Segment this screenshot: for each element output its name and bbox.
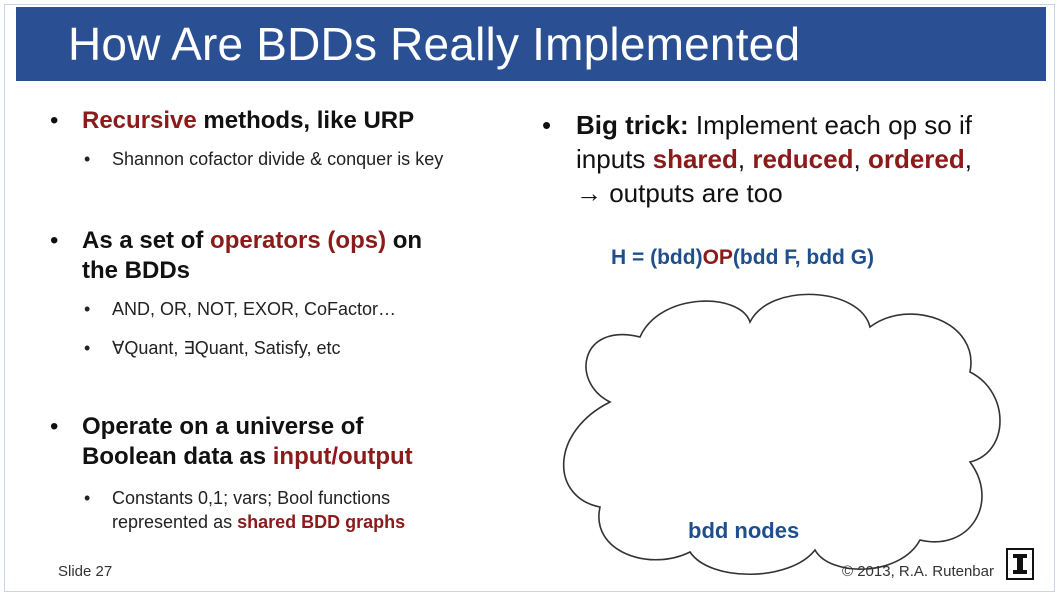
sub-bullet-text: Constants 0,1; vars; Bool functions xyxy=(112,488,391,508)
outputs-text: → outputs are too xyxy=(576,178,783,208)
sub-bullet-text: AND, OR, NOT, EXOR, CoFactor… xyxy=(112,299,397,319)
bullet-recursive: • Recursive methods, like URP xyxy=(50,106,415,136)
sub-bullet-constants: • Constants 0,1; vars; Bool functions re… xyxy=(84,486,532,534)
sub-bullet-dot: • xyxy=(84,338,91,358)
sub-bullet-dot: • xyxy=(84,149,91,169)
sub-bullet-dot: • xyxy=(84,488,91,508)
slide-number: Slide 27 xyxy=(58,563,113,580)
cloud-label: bdd nodes xyxy=(688,518,800,543)
slide-title: How Are BDDs Really Implemented xyxy=(68,18,801,70)
ordered-highlight: ordered xyxy=(867,144,965,174)
sub-bullet-text: ∀Quant, ∃Quant, Satisfy, etc xyxy=(112,338,341,358)
formula-post: (bdd F, bdd G) xyxy=(732,246,875,269)
formula: H = (bdd)OP(bdd F, bdd G) xyxy=(611,246,874,270)
bullet-text: Boolean data as xyxy=(82,443,273,470)
bullet-dot: • xyxy=(50,413,59,440)
bullet-dot: • xyxy=(542,110,552,140)
sub-bullet-dot: • xyxy=(84,299,91,319)
comma: , xyxy=(737,144,753,174)
title-bar: How Are BDDs Really Implemented xyxy=(16,7,1046,81)
bullet-text: As a set of xyxy=(82,227,211,254)
bullet-universe: • Operate on a universe of Boolean data … xyxy=(50,412,532,472)
big-trick-label: Big trick: xyxy=(576,110,689,140)
recursive-highlight: Recursive xyxy=(82,107,197,134)
sub-bullet-text: represented as xyxy=(112,512,238,532)
formula-pre: H = (bdd) xyxy=(611,246,703,269)
sub-bullet-quant: • ∀Quant, ∃Quant, Satisfy, etc xyxy=(84,337,341,359)
sub-bullet-ops: • AND, OR, NOT, EXOR, CoFactor… xyxy=(84,298,397,320)
comma: , xyxy=(853,144,868,174)
bullet-text: inputs xyxy=(576,144,653,174)
sub-bullet-text: Shannon cofactor divide & conquer is key xyxy=(112,149,444,169)
bullet-dot: • xyxy=(50,107,59,134)
comma: , xyxy=(964,144,972,174)
operators-highlight: operators (ops) xyxy=(210,227,387,254)
university-logo-icon xyxy=(1006,548,1034,580)
bullet-text-line2: the BDDs xyxy=(82,257,191,284)
bullet-text: methods, like URP xyxy=(196,107,415,134)
bullet-operators: • As a set of operators (ops) on the BDD… xyxy=(50,226,522,286)
sub-bullet-shannon: • Shannon cofactor divide & conquer is k… xyxy=(84,148,444,170)
bullet-text: on xyxy=(386,227,423,254)
shared-highlight: shared xyxy=(652,144,738,174)
reduced-highlight: reduced xyxy=(752,144,854,174)
bullet-text: Implement each op so if xyxy=(688,110,972,140)
bullet-dot: • xyxy=(50,227,59,254)
bullet-text: Operate on a universe of xyxy=(82,413,364,440)
shared-bdd-highlight: shared BDD graphs xyxy=(237,512,406,532)
input-output-highlight: input/output xyxy=(272,443,413,470)
bullet-big-trick: • Big trick: Implement each op so if inp… xyxy=(542,108,1046,210)
formula-op: OP xyxy=(702,246,733,269)
cloud-shape xyxy=(562,293,1001,575)
copyright: © 2013, R.A. Rutenbar xyxy=(842,563,994,580)
